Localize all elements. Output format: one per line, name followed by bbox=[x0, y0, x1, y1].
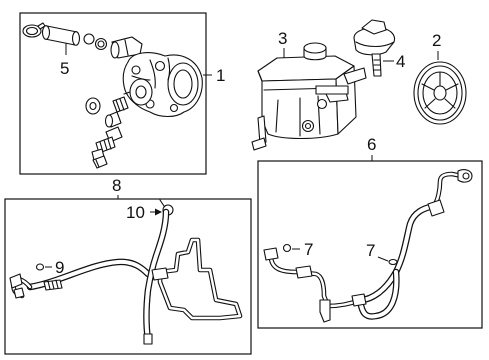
callout-1: 1 bbox=[203, 66, 225, 85]
small-clamp bbox=[83, 33, 108, 51]
reservoir-cap bbox=[353, 19, 396, 77]
return-hose-group-frame bbox=[4, 198, 252, 355]
svg-text:4: 4 bbox=[396, 52, 405, 71]
svg-text:9: 9 bbox=[55, 258, 64, 277]
callout-6: 6 bbox=[367, 135, 376, 161]
callout-7-right: 7 bbox=[366, 241, 398, 266]
pressure-hose-group-frame bbox=[257, 160, 483, 329]
callout-3: 3 bbox=[278, 29, 287, 60]
inlet-fitting bbox=[110, 36, 143, 59]
fluid-reservoir bbox=[251, 42, 367, 151]
hose-clamp bbox=[22, 22, 46, 38]
callout-7-left: 7 bbox=[282, 240, 313, 259]
pressure-fitting bbox=[104, 96, 129, 128]
svg-text:7: 7 bbox=[304, 240, 313, 259]
pressure-hose bbox=[263, 169, 473, 323]
svg-text:10: 10 bbox=[126, 203, 145, 222]
flow-control-valve bbox=[91, 126, 123, 169]
svg-text:6: 6 bbox=[367, 135, 376, 154]
svg-text:8: 8 bbox=[112, 176, 121, 195]
svg-text:1: 1 bbox=[216, 66, 225, 85]
callout-8: 8 bbox=[112, 176, 121, 199]
svg-text:2: 2 bbox=[432, 31, 441, 50]
power-steering-pump bbox=[122, 52, 203, 118]
pump-group-frame bbox=[19, 12, 207, 175]
hose-5 bbox=[41, 25, 81, 46]
callout-9: 9 bbox=[35, 258, 64, 277]
washer bbox=[85, 97, 101, 115]
svg-text:7: 7 bbox=[366, 241, 375, 260]
return-hose bbox=[9, 208, 243, 345]
pump-pulley bbox=[413, 61, 467, 125]
svg-text:3: 3 bbox=[278, 29, 287, 48]
callout-4: 4 bbox=[383, 52, 405, 71]
callout-2: 2 bbox=[432, 31, 441, 60]
callout-10: 10 bbox=[126, 203, 162, 222]
svg-text:5: 5 bbox=[60, 59, 69, 78]
